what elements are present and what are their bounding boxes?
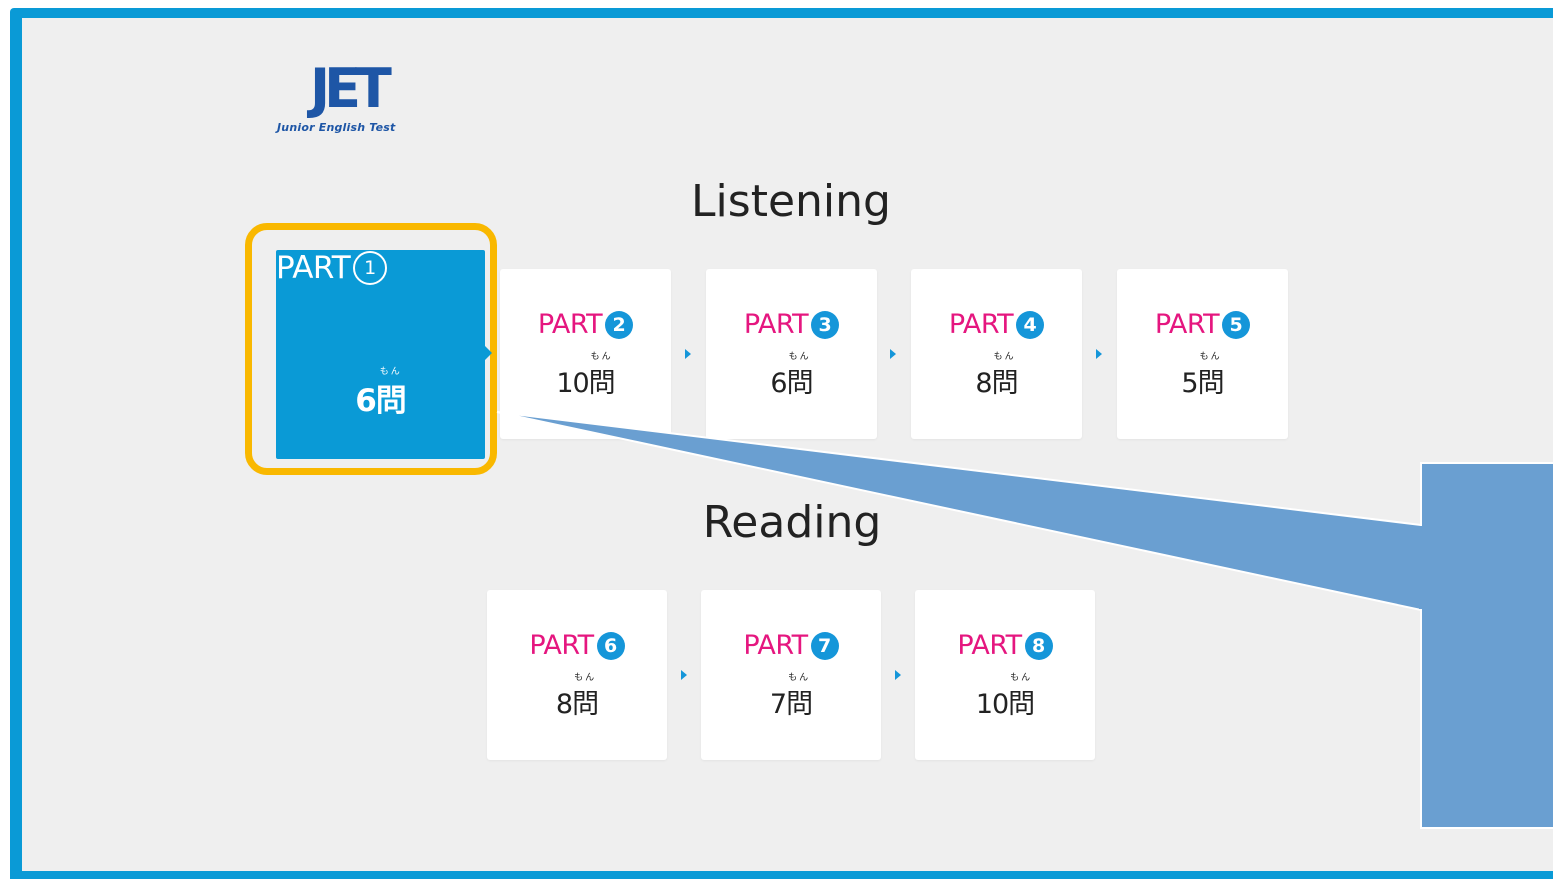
ruby-reading: もん [379, 367, 402, 377]
ruby-reading: もん [1199, 352, 1222, 362]
part-number-badge: 8 [1024, 631, 1053, 660]
ruby-reading: もん [574, 673, 597, 683]
part-number-badge: 4 [1016, 310, 1045, 339]
logo-subtitle: Junior English Test [277, 121, 396, 134]
part-label: PART [276, 250, 351, 286]
part-label: PART [743, 309, 809, 340]
ruby-reading: もん [993, 352, 1016, 362]
ruby-reading: もん [788, 352, 811, 362]
ruby-reading: もん [788, 673, 811, 683]
part-label: PART [957, 630, 1022, 661]
next-arrow-icon [685, 349, 691, 359]
question-count: 6問 [355, 383, 407, 419]
question-count: 5問 [1181, 368, 1224, 399]
ruby-reading: もん [590, 352, 613, 362]
part-label: PART [948, 309, 1014, 340]
part-number-badge: 3 [811, 310, 840, 339]
logo-mark: JET [310, 57, 392, 120]
part-label: PART [743, 630, 808, 661]
ruby-reading: もん [1010, 673, 1033, 683]
next-arrow-icon [1096, 349, 1102, 359]
part-number-badge: 1 [353, 251, 388, 285]
next-arrow-icon [890, 349, 896, 359]
jet-logo: JET Junior English Test [277, 58, 437, 138]
part-number-badge: 7 [810, 631, 839, 660]
question-count: 8問 [555, 689, 599, 720]
part-label: PART [537, 309, 603, 340]
reading-title: Reading [702, 497, 882, 548]
question-count: 10問 [556, 368, 615, 399]
active-pointer-icon [485, 346, 492, 360]
part-number-badge: 6 [596, 631, 625, 660]
part-number-badge: 2 [605, 310, 634, 339]
question-count: 10問 [975, 689, 1035, 720]
question-count: 8問 [975, 368, 1018, 399]
listening-title: Listening [691, 176, 891, 227]
active-part-highlight [245, 223, 497, 475]
next-arrow-icon [681, 670, 687, 680]
part-label: PART [529, 630, 594, 661]
part-label: PART [1154, 309, 1220, 340]
question-count: 7問 [769, 689, 813, 720]
question-count: 6問 [770, 368, 813, 399]
next-arrow-icon [895, 670, 901, 680]
part-number-badge: 5 [1222, 310, 1251, 339]
